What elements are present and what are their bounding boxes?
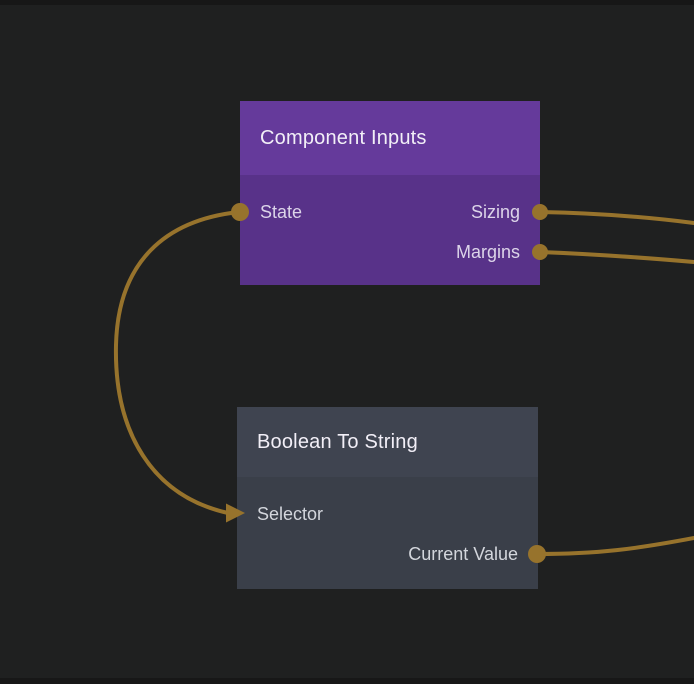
wire-current-value-offscreen[interactable] (535, 536, 694, 556)
port-row: Margins (240, 232, 540, 272)
input-port-state[interactable]: State (260, 201, 303, 222)
port-row: Selector (237, 494, 538, 534)
canvas-bottom-edge (0, 678, 694, 684)
port-row: State Sizing (240, 192, 540, 232)
node-component-inputs-header[interactable]: Component Inputs (240, 101, 540, 175)
node-boolean-to-string-body: Selector Current Value (237, 477, 538, 574)
wire-sizing-offscreen[interactable] (538, 210, 694, 225)
node-title: Boolean To String (257, 430, 418, 453)
node-component-inputs-body: State Sizing Margins (240, 175, 540, 272)
output-port-margins[interactable]: Margins (455, 241, 520, 262)
wire-state-to-selector[interactable] (113, 210, 241, 515)
input-port-selector[interactable]: Selector (257, 503, 324, 524)
node-boolean-to-string[interactable]: Boolean To String Selector Current Value (237, 407, 538, 589)
node-title: Component Inputs (260, 126, 427, 149)
output-port-sizing[interactable]: Sizing (470, 201, 520, 222)
node-boolean-to-string-header[interactable]: Boolean To String (237, 407, 538, 477)
node-component-inputs[interactable]: Component Inputs State Sizing Margins (240, 101, 540, 285)
output-port-current-value[interactable]: Current Value (408, 543, 518, 564)
port-row: Current Value (237, 534, 538, 574)
wire-margins-offscreen[interactable] (538, 250, 694, 264)
canvas-top-edge (0, 0, 694, 5)
